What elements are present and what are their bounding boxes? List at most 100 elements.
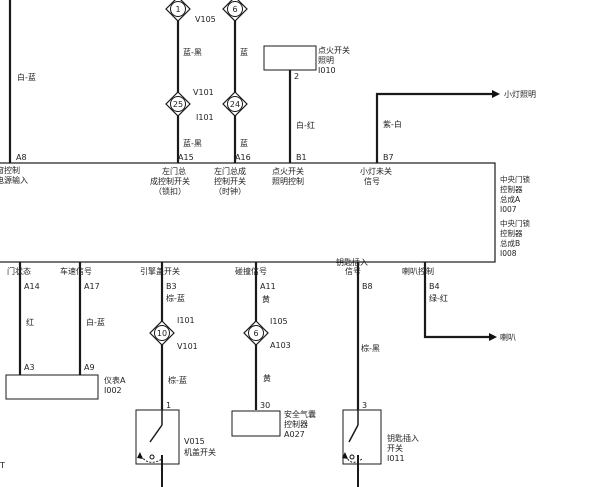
pin-b1-desc1: 点火开关 bbox=[272, 166, 304, 176]
wire-label-green-red: 绿-红 bbox=[429, 293, 448, 303]
wire-label-purple-white: 紫-白 bbox=[383, 119, 402, 129]
instrument-pin-a3: A3 bbox=[24, 363, 35, 372]
ignition-line3: I010 bbox=[318, 66, 336, 75]
key-switch-pin: 3 bbox=[362, 401, 367, 410]
svg-text:10: 10 bbox=[157, 329, 167, 338]
ignition-line2: 照明 bbox=[318, 56, 334, 65]
arrow-small-light bbox=[492, 90, 500, 98]
pin-a11: A11 bbox=[260, 282, 276, 291]
svg-text:24: 24 bbox=[230, 100, 240, 109]
pin-a8-desc1: 窗控制 bbox=[0, 165, 20, 175]
wire-label-yellow: 黄 bbox=[262, 294, 270, 304]
key-switch-line2: 开关 bbox=[387, 443, 403, 453]
wire-label-white-blue: 白-蓝 bbox=[86, 317, 105, 327]
bottom-label-hood: 引擎盖开关 bbox=[140, 266, 180, 276]
ignition-line1: 点火开关 bbox=[318, 45, 350, 55]
ecu-box bbox=[0, 162, 496, 263]
connector-6: 6 bbox=[222, 0, 248, 22]
ecu-a-line4: I007 bbox=[500, 205, 517, 214]
code-v101: V101 bbox=[193, 88, 214, 97]
ecu-b-line2: 控制器 bbox=[500, 228, 523, 238]
pin-a15: A15 bbox=[178, 153, 194, 162]
connector-10: 10 bbox=[149, 320, 175, 346]
pin-a15-desc1: 左门总 bbox=[162, 166, 186, 176]
hood-switch-name: 机盖开关 bbox=[184, 447, 216, 457]
instrument-pin-a9: A9 bbox=[84, 363, 95, 372]
pin-b1: B1 bbox=[296, 153, 307, 162]
hood-switch-pin: 1 bbox=[166, 401, 171, 410]
pin-b4: B4 bbox=[429, 282, 440, 291]
pin-a15-desc2: 成控制开关 bbox=[150, 176, 190, 186]
key-switch-line3: I011 bbox=[387, 454, 405, 463]
pin-a17: A17 bbox=[84, 282, 100, 291]
pin-a16-desc1: 左门总成 bbox=[214, 166, 246, 176]
key-switch-line1: 钥匙插入 bbox=[387, 433, 419, 443]
code-i105: I105 bbox=[270, 317, 288, 326]
wire-label-pink-blue: 棕-蓝 bbox=[166, 293, 185, 303]
airbag-box bbox=[231, 410, 281, 437]
output-small-light: 小灯照明 bbox=[504, 89, 536, 99]
pin-a14: A14 bbox=[24, 282, 40, 291]
code-v105: V105 bbox=[195, 15, 216, 24]
ecu-a-line2: 控制器 bbox=[500, 184, 523, 194]
instrument-box bbox=[5, 374, 99, 400]
ignition-pin: 2 bbox=[294, 72, 299, 81]
pin-b1-desc2: 照明控制 bbox=[272, 176, 304, 186]
bottom-label-horn: 喇叭控制 bbox=[402, 266, 434, 276]
ecu-a-line1: 中央门锁 bbox=[500, 174, 530, 184]
wire-label-grey-black: 蓝-黑 bbox=[183, 47, 202, 57]
connector-24: 24 bbox=[222, 91, 248, 117]
pin-b3: B3 bbox=[166, 282, 177, 291]
wire-label-grey: 蓝 bbox=[240, 47, 248, 57]
wire-label-yellow2: 黄 bbox=[263, 373, 271, 383]
code-v101b: V101 bbox=[177, 342, 198, 351]
output-horn: 喇叭 bbox=[500, 332, 516, 342]
instrument-code: I002 bbox=[104, 386, 122, 395]
ecu-b-line1: 中央门锁 bbox=[500, 218, 530, 228]
svg-text:25: 25 bbox=[173, 100, 183, 109]
wire-label-grey2: 蓝 bbox=[240, 138, 248, 148]
bottom-label-speed: 车速信号 bbox=[60, 266, 92, 276]
pin-a15-desc3: （锁扣） bbox=[154, 186, 186, 196]
wire-label-top-left: 白-蓝 bbox=[17, 72, 36, 82]
pin-a8-desc2: 电源输入 bbox=[0, 175, 28, 185]
svg-text:6: 6 bbox=[253, 329, 258, 338]
airbag-line3: A027 bbox=[284, 430, 305, 439]
wire-label-grey-black2: 蓝-黑 bbox=[183, 138, 202, 148]
pin-b7: B7 bbox=[383, 153, 394, 162]
code-i101b: I101 bbox=[177, 316, 195, 325]
pin-b8: B8 bbox=[362, 282, 373, 291]
wire-label-red: 红 bbox=[26, 317, 34, 327]
key-switch bbox=[342, 409, 382, 487]
ecu-label-b: 中央门锁 控制器 总成B I008 bbox=[500, 218, 530, 258]
pin-a16: A16 bbox=[235, 153, 251, 162]
wire-label-pink-black: 棕-黑 bbox=[361, 343, 380, 353]
hood-switch bbox=[135, 409, 180, 487]
airbag-line1: 安全气囊 bbox=[284, 409, 316, 419]
pin-a16-desc3: （时钟） bbox=[214, 186, 246, 196]
wire-b4 bbox=[423, 262, 489, 339]
bottom-label-key: 钥匙插入 bbox=[336, 257, 368, 267]
ignition-switch-box bbox=[263, 45, 317, 71]
connector-25: 25 bbox=[165, 91, 191, 117]
hood-switch-code: V015 bbox=[184, 437, 205, 446]
pin-b7-desc2: 信号 bbox=[364, 176, 380, 186]
pin-b7-desc1: 小灯未关 bbox=[360, 166, 392, 176]
ecu-label-a: 中央门锁 控制器 总成A I007 bbox=[500, 174, 530, 214]
connector-6b: 6 bbox=[243, 320, 269, 346]
wire-b7 bbox=[375, 92, 492, 163]
connector-1: 1 bbox=[165, 0, 191, 22]
left-edge-label: T bbox=[0, 461, 5, 470]
wire-label-white-red: 白-红 bbox=[296, 120, 315, 130]
pin-a8: A8 bbox=[16, 153, 27, 162]
code-a103: A103 bbox=[270, 341, 291, 350]
svg-text:6: 6 bbox=[232, 5, 237, 14]
code-i101: I101 bbox=[196, 113, 214, 122]
instrument-name: 仪表A bbox=[104, 375, 126, 385]
airbag-pin: 30 bbox=[260, 401, 270, 410]
wire-label-pink-blue2: 棕-蓝 bbox=[168, 375, 187, 385]
bottom-label-key2: 信号 bbox=[345, 266, 361, 276]
ecu-a-line3: 总成A bbox=[500, 194, 521, 204]
pin-a16-desc2: 控制开关 bbox=[214, 176, 246, 186]
